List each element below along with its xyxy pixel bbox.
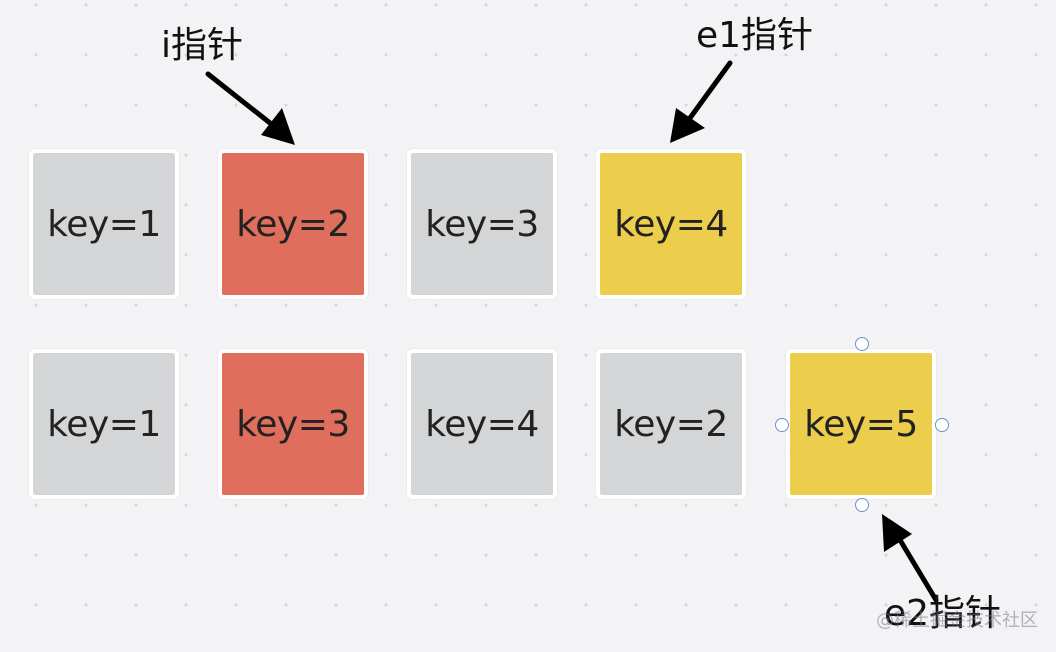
selection-handle-top[interactable] xyxy=(855,337,869,351)
row1-node-2[interactable]: key=2 xyxy=(218,149,368,299)
row2-node-2[interactable]: key=3 xyxy=(218,349,368,499)
row2-node-1[interactable]: key=1 xyxy=(29,349,179,499)
row1-node-4[interactable]: key=4 xyxy=(596,149,746,299)
watermark: @稀土掘金技术社区 xyxy=(876,610,1038,631)
selection-handle-right[interactable] xyxy=(935,418,949,432)
e2-pointer-label: e2指针 xyxy=(884,593,1002,634)
i-pointer-arrow-line xyxy=(205,71,273,126)
row1-node-1[interactable]: key=1 xyxy=(29,149,179,299)
row2-node-3[interactable]: key=4 xyxy=(407,349,557,499)
e2-pointer-arrow-line xyxy=(897,537,939,603)
e2-pointer-arrowhead xyxy=(882,514,912,552)
e1-pointer-arrow-line xyxy=(687,60,733,121)
e1-pointer-label: e1指针 xyxy=(696,15,814,56)
row1-node-3[interactable]: key=3 xyxy=(407,149,557,299)
e1-pointer-arrowhead xyxy=(670,108,705,143)
row2-node-4[interactable]: key=2 xyxy=(596,349,746,499)
i-pointer-label: i指针 xyxy=(161,25,244,66)
selection-handle-bottom[interactable] xyxy=(855,498,869,512)
row2-node-5[interactable]: key=5 xyxy=(786,349,936,499)
selection-handle-left[interactable] xyxy=(775,418,789,432)
i-pointer-arrowhead xyxy=(261,108,295,145)
